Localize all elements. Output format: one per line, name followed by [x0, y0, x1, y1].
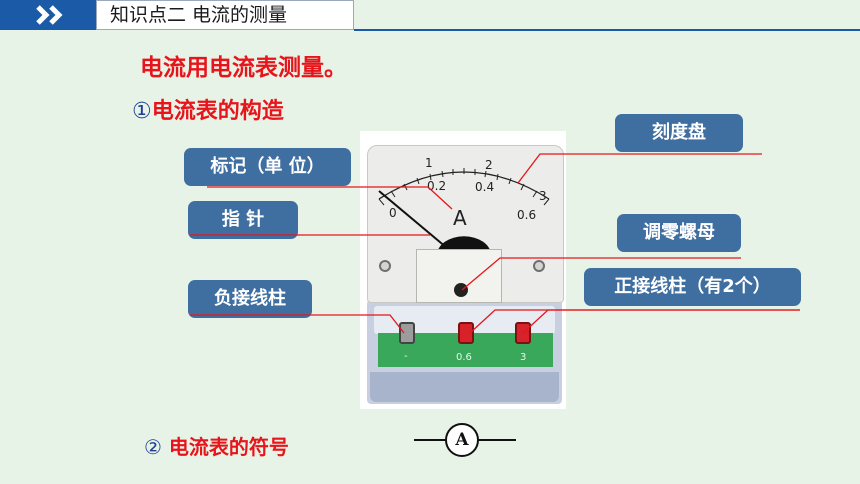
label-dial: 刻度盘	[615, 114, 743, 152]
scale-top-3: 3	[539, 189, 547, 203]
symbol-wire-left	[414, 439, 446, 441]
terminal-label-negative: -	[404, 351, 408, 362]
terminal-label-3: 3	[520, 352, 527, 363]
ammeter-symbol-letter: A	[455, 430, 469, 450]
label-positive-terminals: 正接线柱（有2个）	[584, 268, 801, 306]
label-negative-terminal: 负接线柱	[188, 280, 312, 318]
scale-top-1: 1	[425, 156, 433, 170]
scale-bottom-0-2: 0.2	[427, 179, 446, 193]
section-2-title: ② 电流表的符号	[144, 431, 289, 460]
section-1-number: ①	[132, 99, 152, 124]
header-arrows	[0, 0, 96, 30]
label-mark-unit: 标记（单 位）	[184, 148, 351, 186]
zero-adjust-knob	[454, 283, 468, 297]
positive-terminal-0-6	[458, 322, 474, 344]
ammeter-symbol: A	[445, 423, 479, 457]
label-pointer: 指 针	[188, 201, 298, 239]
scale-bottom-0-4: 0.4	[475, 180, 494, 194]
left-screw	[379, 260, 391, 272]
section-2-text: 电流表的符号	[168, 435, 289, 459]
page-title: 知识点二 电流的测量	[110, 4, 288, 26]
section-2-number: ②	[144, 435, 162, 459]
scale-bottom-0: 0	[389, 206, 397, 220]
negative-terminal	[399, 322, 415, 344]
header-title-bar	[96, 0, 354, 30]
terminal-label-0-6: 0.6	[456, 352, 472, 363]
right-screw	[533, 260, 545, 272]
unit-letter: A	[453, 206, 467, 230]
headline: 电流用电流表测量。	[140, 55, 347, 81]
scale-bottom-0-6: 0.6	[517, 208, 536, 222]
header-divider	[354, 29, 860, 31]
section-1-text: 电流表的构造	[151, 99, 284, 124]
meter-pointer	[378, 190, 454, 254]
label-zero-adjust: 调零螺母	[617, 214, 741, 252]
symbol-wire-right	[478, 439, 516, 441]
scale-top-2: 2	[485, 158, 493, 172]
ammeter-base-bottom	[370, 372, 559, 402]
double-chevron-right-icon	[36, 5, 63, 25]
section-1-title: ①电流表的构造	[132, 93, 284, 125]
